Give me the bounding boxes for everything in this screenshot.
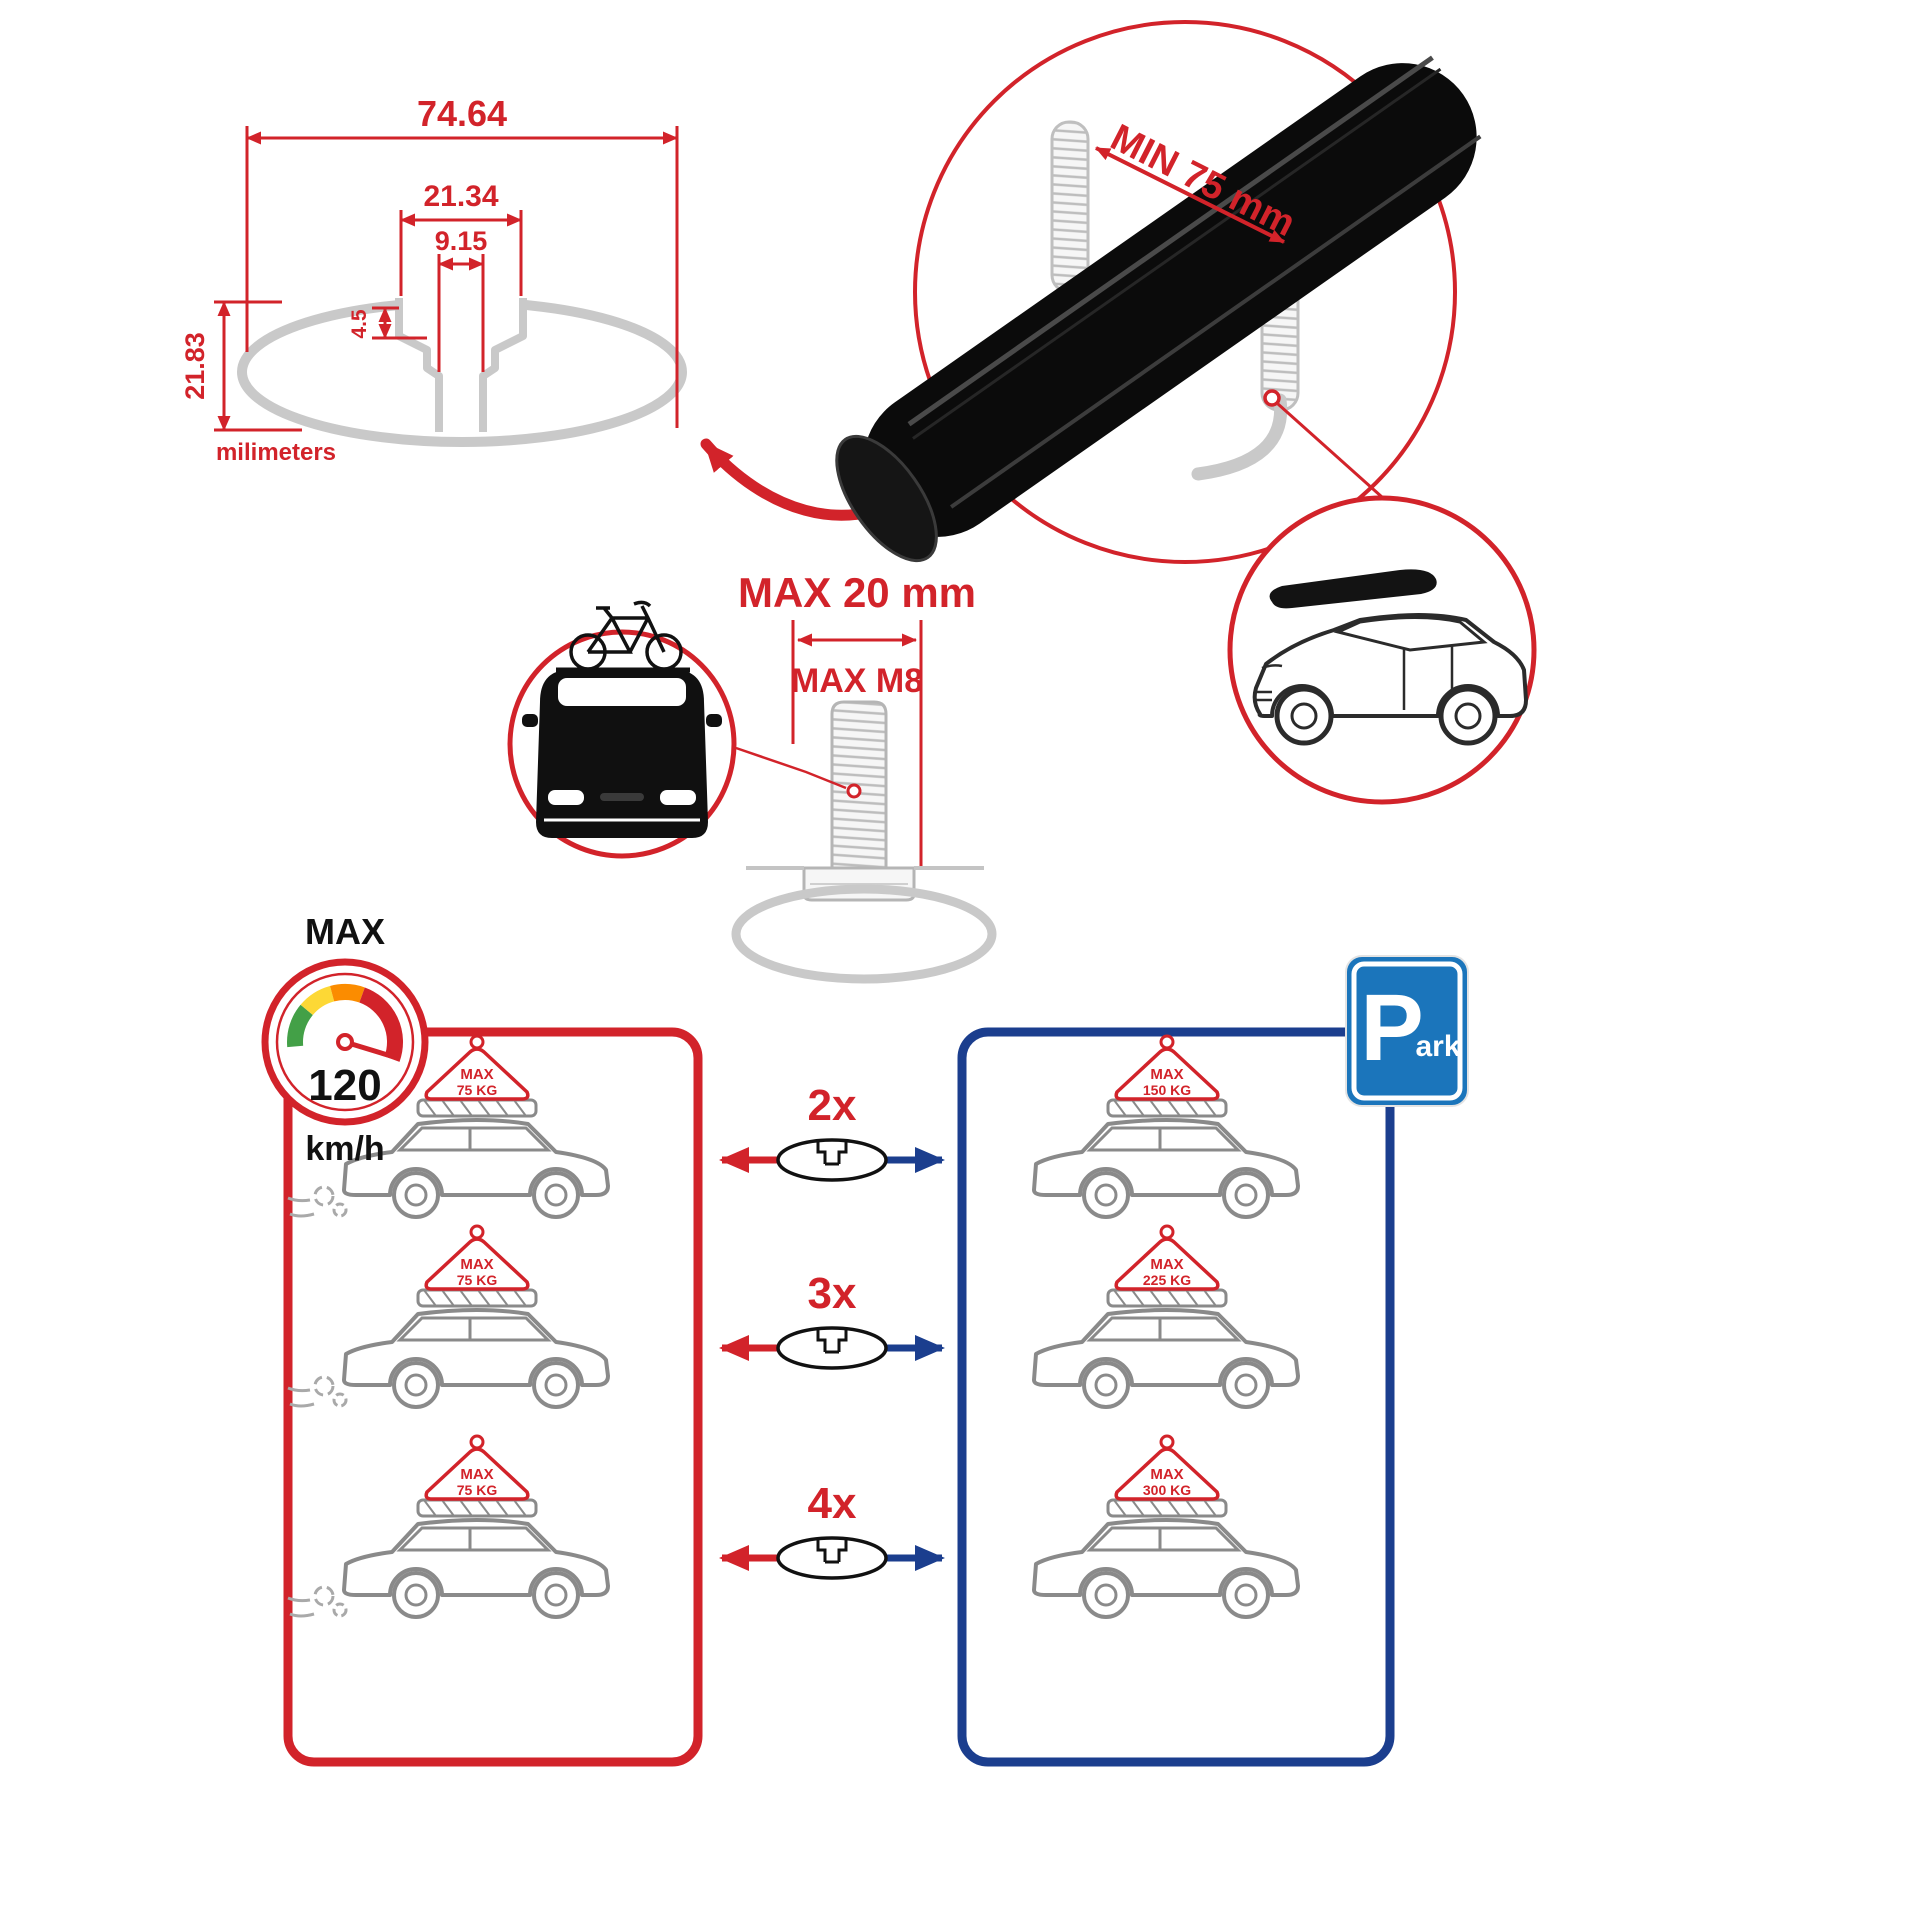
- load-tag-dynamic-3: MAX 75 KG: [424, 1434, 530, 1501]
- crossbar-detail-circle: MIN 75 mm: [835, 20, 1482, 564]
- dim-slot-depth: 4.5: [348, 309, 371, 339]
- tag-max-label: MAX: [460, 1466, 493, 1483]
- tag-max-label: MAX: [1150, 1256, 1183, 1273]
- callout-dot: [1263, 389, 1281, 407]
- speed-max-label: MAX: [305, 911, 385, 952]
- dim-total-height: 21.83: [180, 332, 210, 400]
- dim-ext-total-width: [245, 126, 679, 428]
- profile-right-wall: [479, 298, 527, 432]
- dim-slot-width: 9.15: [435, 226, 488, 256]
- park-sign-plate: [1345, 955, 1469, 1107]
- crossbar-section-icon: [776, 1536, 888, 1580]
- min-clearance-arrow: [1095, 146, 1285, 244]
- threaded-bolt-rear: [1050, 120, 1090, 294]
- headlight-left: [548, 790, 584, 805]
- bar-end-cap: [835, 434, 938, 563]
- speed-value: 120: [308, 1061, 381, 1110]
- suv-wheel-rear: [1438, 686, 1498, 746]
- park-sign-border: [1351, 961, 1463, 1101]
- multiplier-label-2x: 2x: [808, 1081, 857, 1130]
- callout-leader: [1276, 402, 1394, 508]
- vehicle-circle: [1227, 495, 1537, 805]
- bolt-dim-ext: [791, 620, 923, 866]
- tag-max-label: MAX: [460, 1256, 493, 1273]
- crossbar-profile-ellipse: [237, 297, 687, 447]
- suv-wheel-rear-hub: [1454, 702, 1482, 730]
- crossbar-section-icon: [776, 1138, 888, 1182]
- headlight-right: [660, 790, 696, 805]
- dim-channel-width: 21.34: [423, 180, 498, 213]
- static-box: MAX 150 KG MAX 225 KG MAX 300 KG: [957, 1027, 1395, 1767]
- dim-ext-channel-width: [399, 210, 523, 296]
- load-tag-static-1: MAX 150 KG: [1114, 1034, 1220, 1101]
- gauge-segment-red: [359, 987, 404, 1062]
- multiplier-row-2: 3x: [719, 1269, 945, 1370]
- gauge-hub: [336, 1033, 354, 1051]
- multiplier-label-3x: 3x: [808, 1269, 857, 1318]
- park-sign-letter: P: [1360, 975, 1423, 1081]
- unit-label: milimeters: [216, 439, 336, 466]
- crossbar-bar: [835, 55, 1482, 563]
- bolt-callout-leader: [735, 746, 847, 790]
- tag-weight-label: 75 KG: [457, 1082, 498, 1098]
- suv-windows: [1333, 616, 1488, 652]
- multiplier-rows: 2x 3x 4x: [719, 1081, 945, 1580]
- bolt-max-thread-label: MAX M8: [791, 662, 923, 700]
- dynamic-box: MAX 75 KG MAX 75 KG MAX 75 KG: [283, 1027, 703, 1767]
- speed-unit: km/h: [305, 1130, 384, 1168]
- suv-body: [1252, 613, 1528, 718]
- windshield: [558, 678, 686, 706]
- dim-ext-slot-depth: [372, 306, 427, 340]
- dim-ext-slot-width: [437, 254, 485, 372]
- load-tag-static-3: MAX 300 KG: [1114, 1434, 1220, 1501]
- bolt-callout-dot: [846, 783, 862, 799]
- mirror-right: [706, 714, 722, 727]
- bolt-shaft: [830, 700, 888, 870]
- tag-max-label: MAX: [460, 1066, 493, 1083]
- tag-max-label: MAX: [1150, 1466, 1183, 1483]
- car-front-view: [522, 670, 722, 838]
- suv-details: [1256, 646, 1454, 710]
- multiplier-label-4x: 4x: [808, 1479, 857, 1528]
- park-sign-suffix: ark: [1415, 1030, 1460, 1063]
- tag-max-label: MAX: [1150, 1066, 1183, 1083]
- grille: [600, 793, 644, 801]
- bolt-spec: MAX 20 mm MAX M8: [731, 569, 997, 984]
- bike-car-circle: [507, 600, 737, 859]
- crossbar-section-icon: [776, 1326, 888, 1370]
- load-tag-dynamic-2: MAX 75 KG: [424, 1224, 530, 1291]
- bicycle-icon: [569, 600, 683, 671]
- park-sign: P ark: [1345, 955, 1469, 1107]
- load-tag-dynamic-1: MAX 75 KG: [424, 1034, 530, 1101]
- tag-weight-label: 75 KG: [457, 1482, 498, 1498]
- gauge-segment-orange: [330, 984, 365, 1003]
- dimension-drawing: 74.64 21.34 9.15 4.5 21.83 milimeters: [180, 93, 687, 466]
- tag-weight-label: 75 KG: [457, 1272, 498, 1288]
- load-tag-static-2: MAX 225 KG: [1114, 1224, 1220, 1291]
- profile-slot-gap: [401, 292, 521, 314]
- dim-total-width: 74.64: [417, 93, 507, 134]
- speed-gauge: MAX 120 km/h: [261, 911, 429, 1168]
- mirror-left: [522, 714, 538, 727]
- profile-left-wall: [395, 298, 443, 432]
- bolt-max-width-label: MAX 20 mm: [738, 569, 976, 616]
- multiplier-row-3: 4x: [719, 1479, 945, 1580]
- roof-box: [1269, 569, 1437, 609]
- dim-ext-total-height: [214, 300, 302, 432]
- suv-wheel-front-hub: [1290, 702, 1318, 730]
- gauge-segment-green: [287, 1004, 314, 1048]
- tag-weight-label: 300 KG: [1143, 1482, 1191, 1498]
- suv-wheel-front: [1274, 686, 1334, 746]
- tag-weight-label: 225 KG: [1143, 1272, 1191, 1288]
- gauge-segment-yellow: [300, 985, 335, 1016]
- multiplier-row-1: 2x: [719, 1081, 945, 1182]
- bolt-bracket: [1191, 393, 1288, 481]
- bar-profile-ghost: [731, 884, 997, 984]
- tag-weight-label: 150 KG: [1143, 1082, 1191, 1098]
